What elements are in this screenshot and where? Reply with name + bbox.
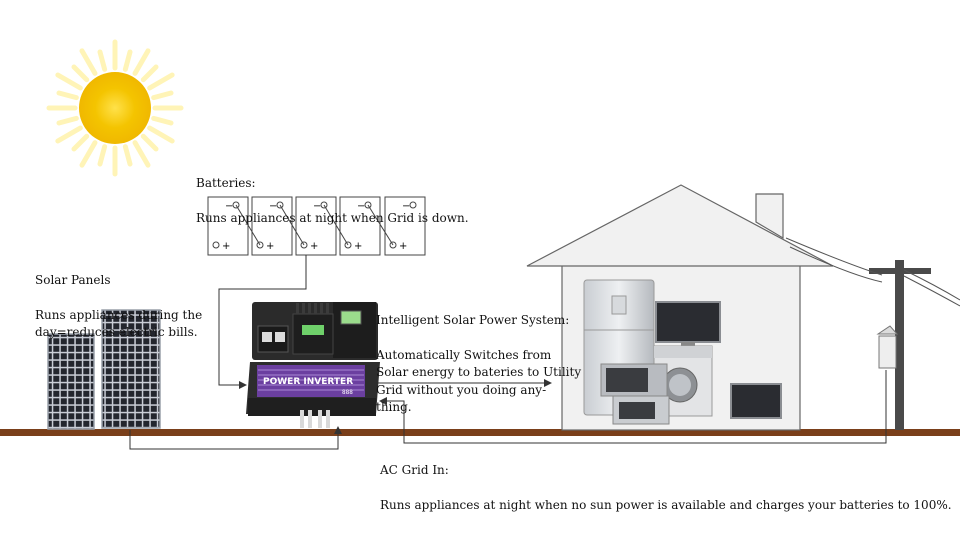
sun-ray — [71, 133, 90, 152]
sun-ray — [147, 72, 175, 91]
sun-ray — [97, 144, 108, 167]
sun-icon — [46, 39, 184, 177]
battery-cell: − + — [384, 196, 426, 256]
solar-power-system-icon: POWER INVERTER 888 — [246, 302, 380, 428]
sun-ray — [151, 115, 174, 126]
sun-ray — [147, 125, 175, 144]
ground-line — [0, 429, 960, 436]
battery-cell: − + — [251, 196, 293, 256]
sun-ray — [56, 115, 79, 126]
grid-in-description: Runs appliances at night when no sun pow… — [380, 497, 952, 512]
battery-cell: − + — [339, 196, 381, 256]
sun-ray — [55, 125, 83, 144]
batteries-description: Runs appliances at night when Grid is do… — [196, 210, 469, 225]
sun-ray — [151, 90, 174, 101]
utility-pole-icon — [785, 237, 960, 430]
svg-text:+: + — [266, 241, 274, 252]
batteries-title: Batteries: — [196, 175, 256, 190]
solar-panels-label: Solar Panels Runs appliances during the … — [35, 254, 202, 359]
svg-text:+: + — [399, 241, 407, 252]
solar-panels-title: Solar Panels — [35, 272, 111, 287]
svg-text:+: + — [354, 241, 362, 252]
sun-ray — [132, 140, 151, 168]
sun-ray — [122, 49, 133, 72]
power-system-description: Automatically Switches from Solar energy… — [376, 347, 582, 415]
sun-ray — [122, 144, 133, 167]
solar-panel-small — [47, 333, 95, 430]
sun-ray — [55, 72, 83, 91]
svg-text:+: + — [222, 241, 230, 252]
svg-text:888: 888 — [342, 389, 353, 396]
battery-links — [235, 204, 394, 246]
battery-cell: − + — [207, 196, 249, 256]
power-system-label: Intelligent Solar Power System: Automati… — [376, 294, 581, 434]
svg-text:−: − — [225, 201, 233, 212]
sun-ray — [71, 64, 90, 83]
sun-ray — [79, 140, 98, 168]
sun-ray — [132, 48, 151, 76]
svg-text:−: − — [313, 201, 321, 212]
batteries-label: Batteries: Runs appliances at night when… — [196, 157, 469, 245]
svg-text:+: + — [310, 241, 318, 252]
svg-text:−: − — [402, 201, 410, 212]
sun-ray — [140, 64, 159, 83]
solar-panels-description: Runs appliances during the day=reduces e… — [35, 307, 203, 340]
sun-ray — [56, 90, 79, 101]
sun-ray — [97, 49, 108, 72]
svg-text:POWER INVERTER: POWER INVERTER — [263, 377, 353, 387]
power-system-title: Intelligent Solar Power System: — [376, 312, 570, 327]
sun-ray — [79, 48, 98, 76]
appliances-icon — [583, 279, 782, 425]
grid-in-label: AC Grid In: Runs appliances at night whe… — [380, 444, 952, 532]
svg-text:−: − — [269, 201, 277, 212]
battery-cell: − + — [295, 196, 337, 256]
sun-ray — [140, 133, 159, 152]
battery-bank: − + − + − + − + − — [207, 196, 426, 256]
solar-panel-large — [101, 309, 161, 429]
wiring — [129, 255, 887, 450]
svg-text:−: − — [357, 201, 365, 212]
grid-in-title: AC Grid In: — [380, 462, 449, 477]
